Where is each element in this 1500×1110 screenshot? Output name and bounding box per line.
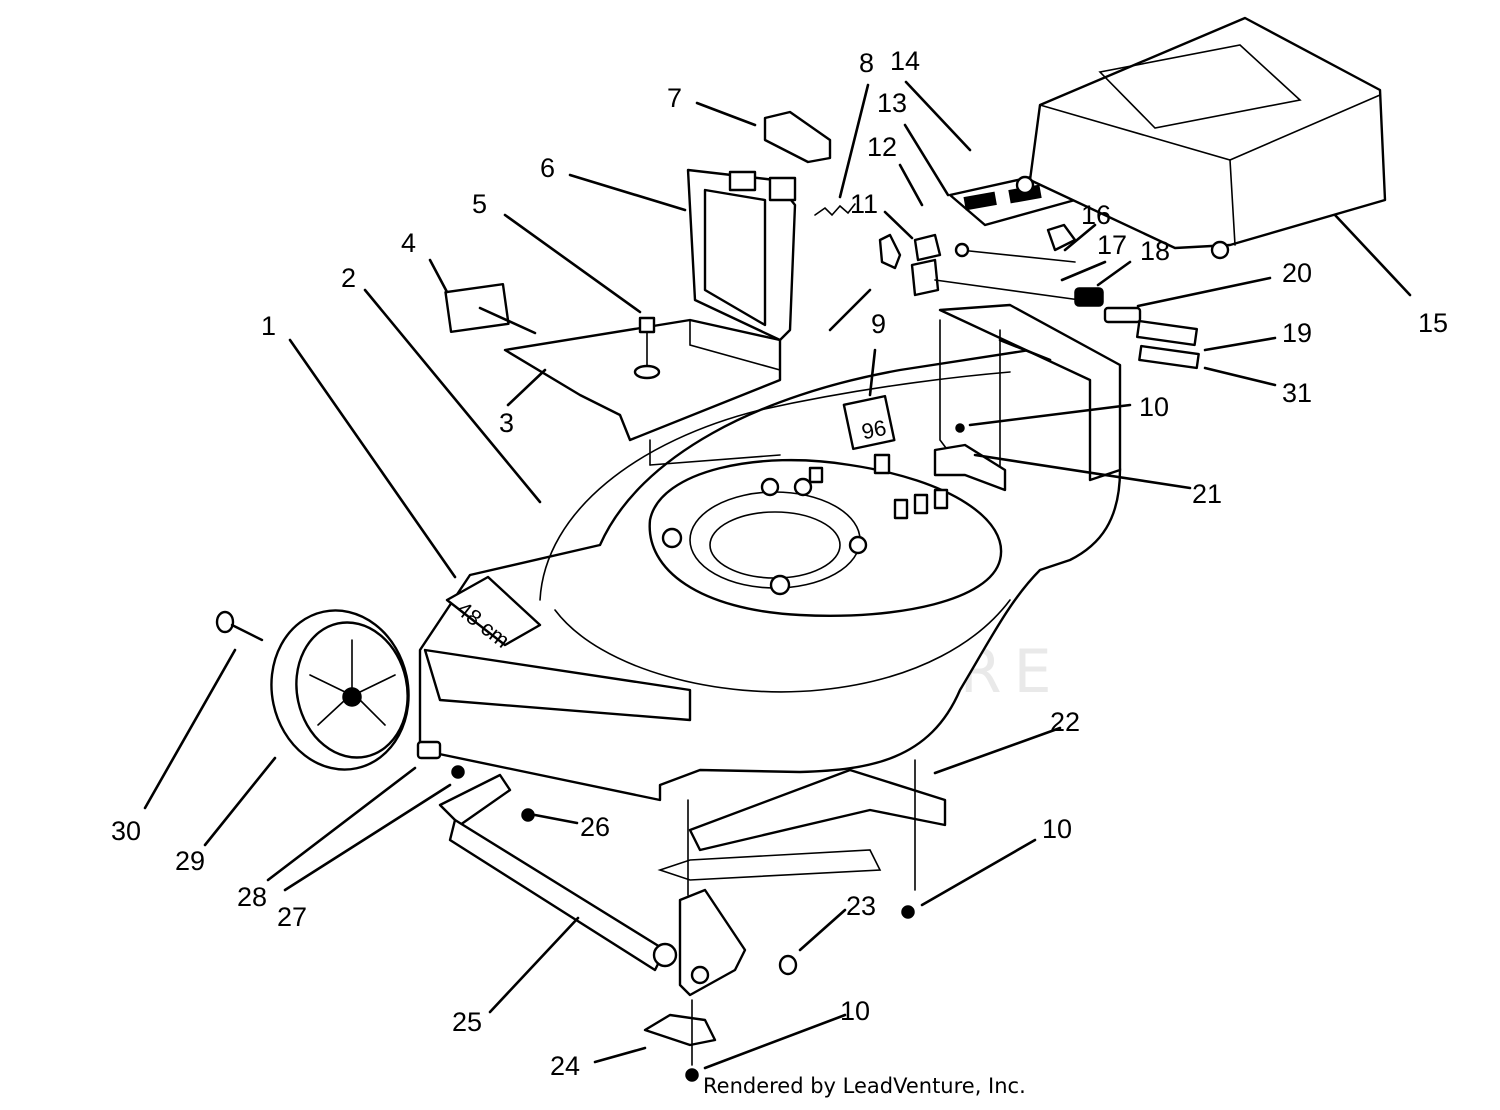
callout-2: 2 <box>341 263 356 293</box>
callout-27: 27 <box>277 902 307 932</box>
rear-flap-15 <box>1015 16 1387 260</box>
washer-27 <box>451 765 465 779</box>
plate-24 <box>643 1013 717 1047</box>
callout-9: 9 <box>871 309 886 339</box>
callout-20: 20 <box>1282 258 1312 288</box>
screw-10-right <box>901 905 915 919</box>
callout-10-upper: 10 <box>1139 392 1169 422</box>
callout-1: 1 <box>261 311 276 341</box>
nut-26 <box>521 808 535 822</box>
callout-3: 3 <box>499 408 514 438</box>
callout-26: 26 <box>580 812 610 842</box>
ring-bosses <box>661 477 868 596</box>
callout-29: 29 <box>175 846 205 876</box>
warning-label <box>444 282 510 334</box>
bolt-5 <box>633 316 661 380</box>
callout-18: 18 <box>1140 236 1170 266</box>
baffle-22 <box>657 768 947 881</box>
callout-6: 6 <box>540 153 555 183</box>
credit-footer: Rendered by LeadVenture, Inc. <box>703 1074 1026 1098</box>
callout-30: 30 <box>111 816 141 846</box>
callout-31: 31 <box>1282 378 1312 408</box>
studs <box>808 453 949 520</box>
decal-9: 96 <box>842 394 896 451</box>
callout-4: 4 <box>401 228 416 258</box>
axle-25 <box>438 773 747 997</box>
decal-9-text: 96 <box>859 415 888 445</box>
bushing-23 <box>778 954 798 976</box>
spring-8 <box>814 203 856 217</box>
callout-15: 15 <box>1418 308 1448 338</box>
callout-8: 8 <box>859 48 874 78</box>
decal-19 <box>1135 319 1199 347</box>
callouts: 1 2 3 4 5 6 7 8 9 10 10 10 10 11 12 13 1… <box>111 46 1448 1081</box>
callout-19: 19 <box>1282 318 1312 348</box>
leader-lines <box>143 80 1412 1070</box>
callout-16: 16 <box>1081 200 1111 230</box>
screw-10-bottom <box>685 1068 699 1082</box>
decal-31 <box>1138 344 1200 370</box>
spacer-28 <box>416 740 442 760</box>
callout-10-bottom: 10 <box>840 996 870 1026</box>
callout-7: 7 <box>667 83 682 113</box>
callout-28: 28 <box>237 882 267 912</box>
wheel-bolt-30 <box>215 610 264 642</box>
callout-10-right: 10 <box>1042 814 1072 844</box>
rear-wheel-29 <box>270 609 410 771</box>
callout-24: 24 <box>550 1051 580 1081</box>
callout-23: 23 <box>846 891 876 921</box>
callout-12: 12 <box>867 132 897 162</box>
callout-14: 14 <box>890 46 920 76</box>
callout-5: 5 <box>472 189 487 219</box>
discharge-door <box>686 168 797 342</box>
deflector-plate <box>503 318 782 466</box>
callout-25: 25 <box>452 1007 482 1037</box>
callout-22: 22 <box>1050 707 1080 737</box>
callout-17: 17 <box>1097 230 1127 260</box>
callout-21: 21 <box>1192 479 1222 509</box>
bracket-21 <box>933 443 1007 492</box>
grip-7 <box>763 110 832 164</box>
callout-13: 13 <box>877 88 907 118</box>
callout-11: 11 <box>850 189 878 219</box>
